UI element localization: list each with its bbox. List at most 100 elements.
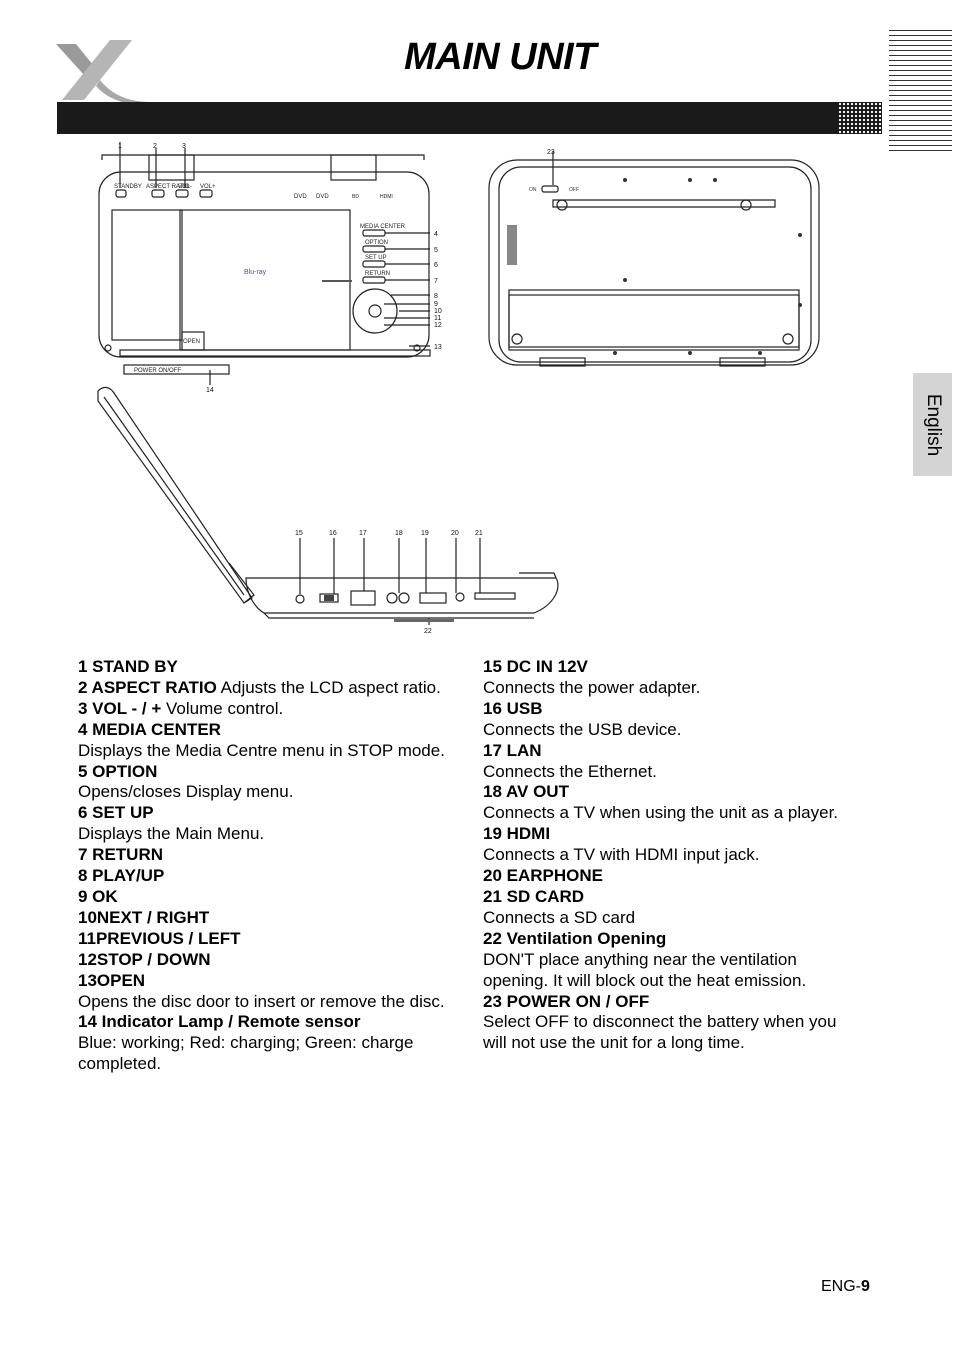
callout-8: 8: [434, 293, 438, 300]
description-item: 9 OK: [78, 887, 448, 908]
description-heading-line: 3 VOL - / + Volume control.: [78, 699, 448, 720]
btn-text-vol-minus: VOL-: [178, 184, 192, 190]
callout-2: 2: [153, 143, 157, 150]
item-title: 23 POWER ON / OFF: [483, 991, 650, 1011]
description-heading-line: 20 EARPHONE: [483, 866, 843, 887]
header-bar: [57, 102, 882, 134]
item-title: 19 HDMI: [483, 824, 551, 844]
description-item: 12STOP / DOWN: [78, 950, 448, 971]
description-heading-line: 4 MEDIA CENTER: [78, 720, 448, 741]
item-title: 15 DC IN 12V: [483, 657, 588, 676]
svg-text:BD: BD: [352, 194, 359, 200]
item-title: 9 OK: [78, 886, 118, 906]
svg-text:HDMI: HDMI: [380, 194, 393, 200]
description-item: 20 EARPHONE: [483, 866, 843, 887]
page-title: MAIN UNIT: [404, 36, 596, 78]
callout-9: 9: [434, 301, 438, 308]
callout-12: 12: [434, 322, 442, 329]
description-heading-line: 13OPEN: [78, 971, 448, 992]
description-heading-line: 11PREVIOUS / LEFT: [78, 929, 448, 950]
item-inline-text: Adjusts the LCD aspect ratio.: [216, 677, 441, 697]
item-description: Connects a SD card: [483, 907, 636, 927]
item-title: 20 EARPHONE: [483, 866, 603, 886]
btn-text-setup: SET UP: [365, 255, 387, 261]
item-description: Select OFF to disconnect the battery whe…: [483, 1012, 837, 1053]
item-title: 3 VOL - / +: [78, 698, 162, 718]
callout-7: 7: [434, 278, 438, 285]
page-number-value: 9: [861, 1278, 870, 1295]
item-title: 12STOP / DOWN: [78, 949, 211, 969]
callout-6: 6: [434, 262, 438, 269]
decorative-stripes: [889, 30, 952, 158]
description-heading-line: 17 LAN: [483, 741, 843, 762]
callout-10: 10: [434, 308, 442, 315]
item-title: 8 PLAY/UP: [78, 866, 165, 886]
callout-20: 20: [451, 530, 459, 537]
callout-3: 3: [182, 143, 186, 150]
description-item: 1 STAND BY: [78, 657, 448, 678]
item-title: 16 USB: [483, 698, 543, 718]
description-item: 3 VOL - / + Volume control.: [78, 699, 448, 720]
item-title: 10NEXT / RIGHT: [78, 907, 210, 927]
callout-5: 5: [434, 247, 438, 254]
btn-text-option: OPTION: [365, 240, 388, 246]
description-item: 10NEXT / RIGHT: [78, 908, 448, 929]
item-description: DON'T place anything near the ventilatio…: [483, 949, 807, 990]
description-heading-line: 21 SD CARD: [483, 887, 843, 908]
description-heading-line: 18 AV OUT: [483, 782, 843, 803]
item-inline-text: Volume control.: [161, 698, 284, 718]
description-heading-line: 22 Ventilation Opening: [483, 929, 843, 950]
item-title: 2 ASPECT RATIO: [78, 677, 217, 697]
item-title: 5 OPTION: [78, 761, 158, 781]
callout-18: 18: [395, 530, 403, 537]
item-description: Blue: working; Red: charging; Green: cha…: [78, 1033, 414, 1074]
btn-text-vol-plus: VOL+: [200, 184, 216, 190]
item-description: Displays the Main Menu.: [78, 824, 265, 844]
item-description: Opens the disc door to insert or remove …: [78, 991, 445, 1011]
item-description: Displays the Media Centre menu in STOP m…: [78, 740, 445, 760]
description-heading-line: 1 STAND BY: [78, 657, 448, 678]
front-view-figure: Blu-ray DVD DVD BD HDMI STANDBY ASPECT R…: [98, 142, 442, 394]
item-title: 22 Ventilation Opening: [483, 928, 667, 948]
description-heading-line: 14 Indicator Lamp / Remote sensor: [78, 1012, 448, 1033]
callout-16: 16: [329, 530, 337, 537]
description-heading-line: 8 PLAY/UP: [78, 866, 448, 887]
description-heading-line: 12STOP / DOWN: [78, 950, 448, 971]
item-description: Connects the power adapter.: [483, 677, 701, 697]
item-description: Opens/closes Display menu.: [78, 782, 294, 802]
callout-14: 14: [206, 387, 214, 394]
page-number: ENG-9: [821, 1278, 870, 1296]
item-title: 6 SET UP: [78, 803, 154, 823]
item-title: 18 AV OUT: [483, 782, 569, 802]
description-heading-line: 7 RETURN: [78, 845, 448, 866]
callout-17: 17: [359, 530, 367, 537]
svg-text:DVD: DVD: [294, 194, 307, 200]
item-title: 17 LAN: [483, 740, 542, 760]
item-title: 11PREVIOUS / LEFT: [78, 928, 241, 948]
description-heading-line: 5 OPTION: [78, 762, 448, 783]
callout-1: 1: [118, 143, 122, 150]
callout-13: 13: [434, 344, 442, 351]
description-item: 7 RETURN: [78, 845, 448, 866]
btn-text-return: RETURN: [365, 271, 390, 277]
btn-text-open: OPEN: [183, 339, 200, 345]
back-view-figure: ON OFF 23: [488, 149, 820, 367]
callout-21: 21: [475, 530, 483, 537]
item-description: Connects the USB device.: [483, 719, 682, 739]
svg-text:ON: ON: [529, 187, 537, 193]
btn-text-standby: STANDBY: [114, 184, 142, 190]
description-heading-line: 6 SET UP: [78, 803, 448, 824]
